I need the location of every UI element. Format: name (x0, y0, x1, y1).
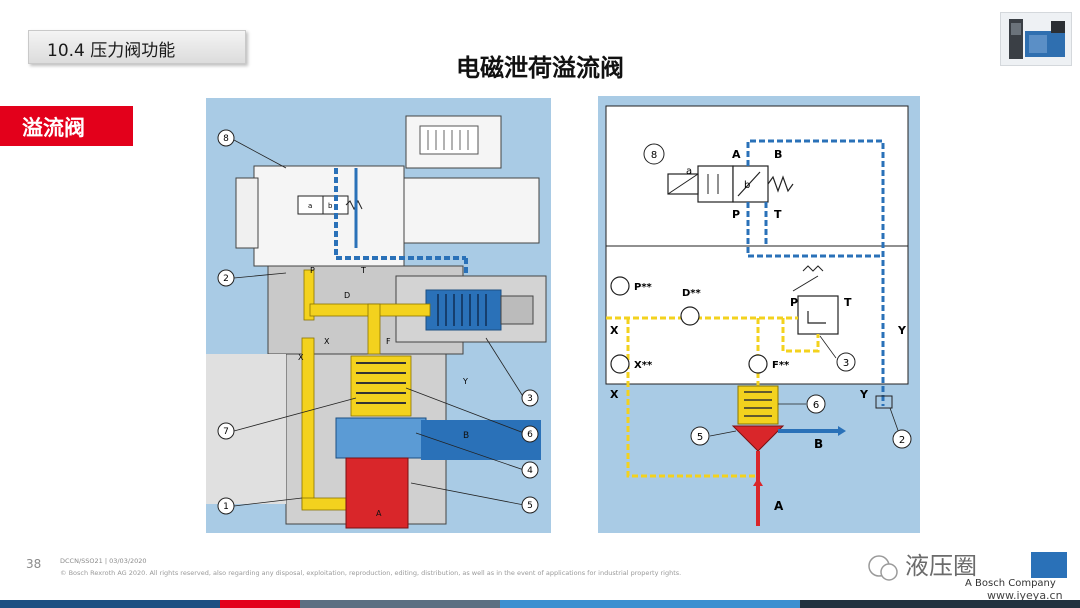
watermark-company: A Bosch Company (965, 578, 1056, 589)
watermark-url: www.iyeya.cn (987, 589, 1063, 602)
orifice-x-label: X** (634, 360, 653, 371)
left-callout-7 (217, 422, 235, 440)
sectional-view-diagram: a b B A P T D X F X Y (206, 98, 551, 533)
right-callout-2-label: 2 (899, 435, 905, 446)
orifice-f-label: F** (772, 360, 790, 371)
left-callout-5 (521, 496, 539, 514)
right-callout-8 (643, 143, 665, 165)
left-callout-6-label: 6 (527, 430, 533, 440)
orifice-p-label: P** (634, 282, 653, 293)
category-tag: 溢流阀 (0, 106, 133, 146)
left-callout-3-label: 3 (527, 394, 533, 404)
pilot-port-t: T (774, 208, 782, 221)
right-callout-6 (806, 394, 826, 414)
pilot-port-a: A (732, 148, 741, 161)
pilot-port-p: P (732, 208, 740, 221)
left-callout-4 (521, 461, 539, 479)
right-callout-5 (690, 426, 710, 446)
category-tag-label: 溢流阀 (22, 116, 85, 140)
footer-doc-code: DCCN/SSO21 | 03/03/2020 (60, 557, 147, 565)
section-label: 10.4 压力阀功能 (47, 41, 176, 61)
left-callout-3 (521, 389, 539, 407)
port-t-label: T (360, 266, 366, 275)
port-b-label: B (463, 431, 469, 441)
sym-label-a: a (686, 166, 692, 177)
left-callout-1-label: 1 (223, 502, 229, 512)
left-callout-7-label: 7 (223, 427, 229, 437)
port-a-label: A (376, 509, 382, 518)
port-x-label: X (324, 337, 330, 346)
pilot-label-b: b (328, 202, 333, 210)
left-callout-8 (217, 129, 235, 147)
body-port-y: Y (897, 324, 907, 337)
left-callout-4-label: 4 (527, 466, 533, 476)
inlet-a-label: A (774, 499, 784, 513)
pilot-label-a: a (308, 202, 312, 210)
relief-port-t: T (844, 296, 852, 309)
pilot-port-b: B (774, 148, 782, 161)
bottom-color-bar (0, 600, 1080, 608)
relief-port-p: P (790, 296, 798, 309)
sym-label-b: b (744, 180, 750, 191)
footer-copyright: © Bosch Rexroth AG 2020. All rights rese… (60, 569, 682, 577)
port-f-label: F (386, 337, 391, 346)
port-x2-label: X (298, 353, 304, 362)
left-callout-2-label: 2 (223, 274, 229, 284)
right-callout-5-label: 5 (697, 432, 703, 443)
body-port-x: X (610, 324, 619, 337)
port-d-label: D (344, 291, 350, 300)
orifice-d-label: D** (682, 288, 702, 299)
page-number: 38 (26, 557, 42, 571)
hydraulic-schematic-diagram: a b A B P T P T P** D** X** F** X X Y Y … (598, 96, 920, 533)
left-callout-1 (217, 497, 235, 515)
outlet-b-label: B (814, 437, 823, 451)
left-callout-2 (217, 269, 235, 287)
section-label-box: 10.4 压力阀功能 (28, 30, 246, 64)
right-callout-3 (836, 352, 856, 372)
right-callout-3-label: 3 (843, 358, 849, 369)
left-callout-8-label: 8 (223, 134, 229, 144)
right-callout-8-label: 8 (651, 150, 657, 161)
port-y-label: Y (462, 377, 468, 386)
product-thumbnail (1000, 12, 1072, 66)
left-callout-6 (521, 425, 539, 443)
right-callout-2 (892, 429, 912, 449)
ext-port-y: Y (859, 388, 869, 401)
left-callout-5-label: 5 (527, 501, 533, 511)
port-p-label: P (310, 266, 315, 275)
right-callout-6-label: 6 (813, 400, 819, 411)
ext-port-x: X (610, 388, 619, 401)
slide-title: 电磁泄荷溢流阀 (456, 53, 624, 82)
watermark: 液压圈 A Bosch Company www.iyeya.cn (855, 540, 1075, 602)
watermark-text: 液压圈 (905, 552, 977, 580)
